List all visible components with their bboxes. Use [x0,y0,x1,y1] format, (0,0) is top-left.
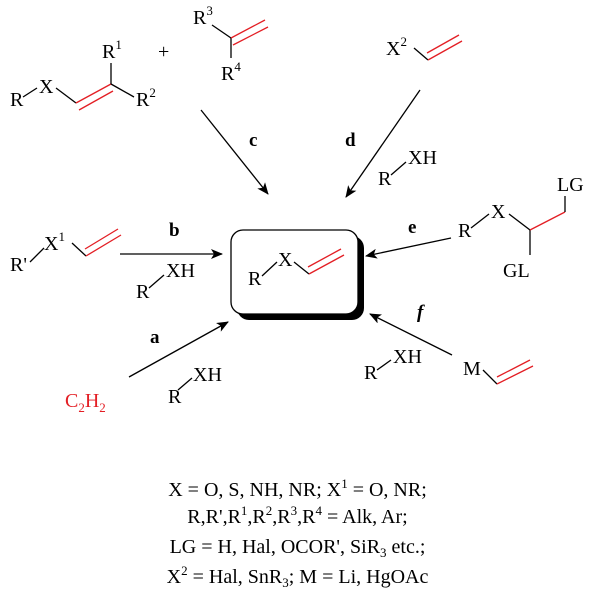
step-c-label: c [249,130,257,151]
alkene-r3-label: R3 [193,3,213,29]
svg-text:XH: XH [166,260,195,282]
svg-text:XH: XH [393,346,422,368]
acetylene-reactant: C2H2 [65,390,106,415]
alkene-reactant: R3 R4 [193,3,269,85]
step-f-label: f [417,302,425,323]
svg-text:R: R [136,281,150,303]
product-box: R X [230,229,364,320]
allyl-r1-label: R1 [102,37,122,63]
arrow-d [345,89,421,198]
reaction-scheme: R X R1 R2 + R3 R4 X2 R' X1 R X [10,3,584,415]
elim-x-label: X [491,201,506,223]
metal-m-label: M [463,358,481,380]
elim-lg-label: LG [557,174,584,196]
step-b-label: b [169,220,180,241]
rxh-reagent-b: R XH [136,260,195,303]
vinyl-halide-reactant: X2 [386,34,463,61]
arrow-a [128,321,229,378]
allyl-x-label: X [39,76,54,98]
step-e-label: e [408,217,416,238]
vinyl-rp-label: R' [10,254,27,276]
legend-line-4: X2 = Hal, SnR3; M = Li, HgOAc [166,563,429,590]
acetylene-formula: C2H2 [65,390,106,415]
svg-text:XH: XH [193,364,222,386]
vinyl-x1-label: X1 [44,229,65,255]
elim-r-label: R [458,220,472,242]
metal-vinyl-reactant: M [463,358,534,385]
svg-text:R: R [378,168,392,190]
svg-text:R: R [168,386,182,408]
step-d-label: d [345,130,356,151]
arrow-f [369,313,453,356]
product-x-label: X [278,249,293,271]
rxh-reagent-f: R XH [364,346,422,384]
step-a-label: a [150,327,160,348]
allyl-r2-label: R2 [136,85,156,111]
elim-gl-label: GL [503,260,530,282]
allyl-reactant: R X R1 R2 [10,37,156,111]
legend-line-1: X = O, S, NH, NR; X1 = O, NR; [168,476,427,501]
product-r-label: R [248,268,262,290]
elimination-reactant: R X LG GL [458,174,584,282]
arrow-e [365,237,452,259]
allyl-r-label: R [10,89,24,111]
alkene-r4-label: R4 [221,59,241,85]
vinyl-x2-label: X2 [386,34,407,60]
plus-sign: + [158,41,169,63]
rxh-reagent-a: R XH [168,364,222,408]
svg-text:R: R [364,362,378,384]
legend-line-2: R,R',R1,R2,R3,R4 = Alk, Ar; [187,503,408,528]
rxh-reagent-d: R XH [378,147,437,190]
legend-line-3: LG = H, Hal, OCOR', SiR3 etc.; [169,536,426,560]
vinyl-ether-reactant: R' X1 [10,228,122,276]
arrow-c [200,109,269,195]
svg-text:XH: XH [408,147,437,169]
